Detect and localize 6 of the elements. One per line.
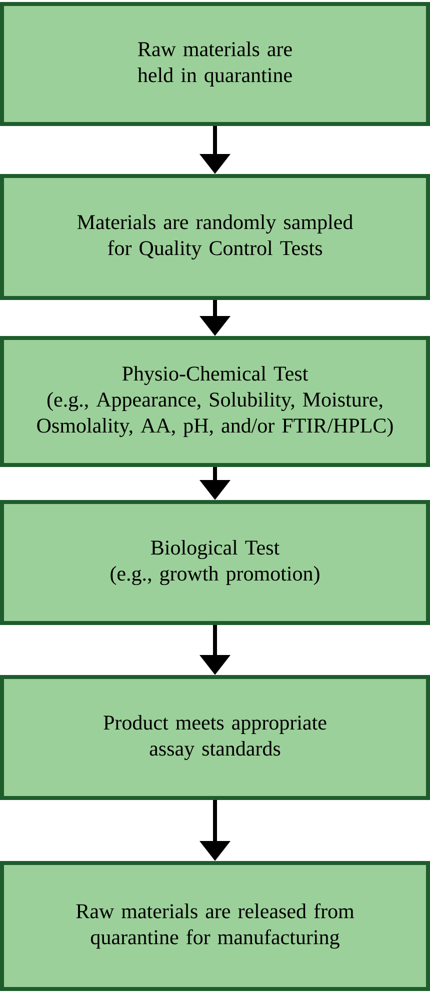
- process-box: Materials are randomly sampled for Quality Control Tests: [0, 174, 430, 300]
- process-box: Raw materials are released from quarantine for manufacturing: [0, 861, 430, 991]
- process-box: Biological Test (e.g., growth promotion): [0, 500, 430, 625]
- process-box: Product meets appropriate assay standards: [0, 675, 430, 800]
- process-box: Physio-Chemical Test (e.g., Appearance, Solubility, Moisture, Osmolality, AA, pH, and/or FTIR/HPLC): [0, 336, 430, 467]
- process-box: Raw materials are held in quarantine: [0, 2, 430, 126]
